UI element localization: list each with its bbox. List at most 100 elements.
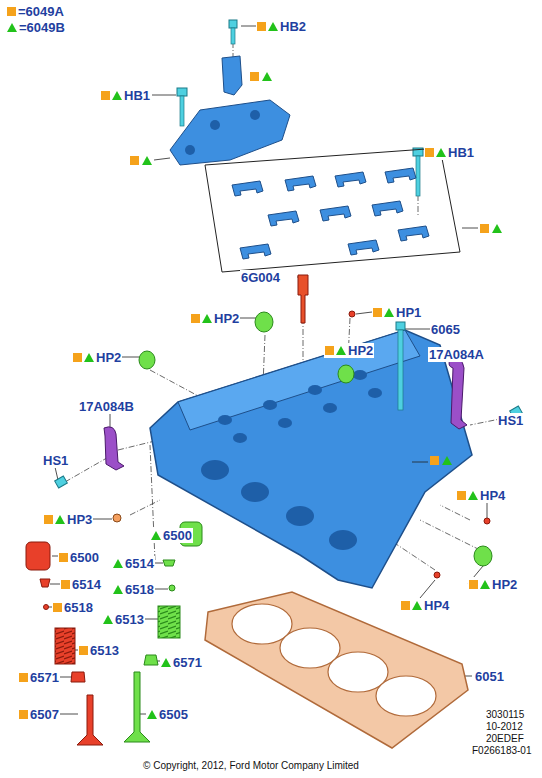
callout-number: 6514: [112, 556, 155, 571]
callout-text: HP4: [424, 598, 449, 613]
callout-number: 6G004: [240, 270, 281, 285]
marker-6049b: [480, 580, 490, 589]
callout-text: 6505: [159, 707, 188, 722]
callout-text: HB1: [448, 145, 474, 160]
callout-text: HS1: [43, 453, 68, 468]
marker-6049a: [73, 353, 82, 362]
callout-text: 6500: [70, 550, 99, 565]
callout-number: HP2: [72, 350, 122, 365]
marker-6049a: [61, 580, 70, 589]
marker-6049a: [191, 314, 200, 323]
callout-text: 6518: [64, 600, 93, 615]
legend-swatch: [7, 7, 16, 16]
marker-6049a: [373, 308, 382, 317]
callout-text: 6051: [475, 669, 504, 684]
legend-text: =6049A: [18, 4, 64, 19]
callout-number: 6514: [60, 577, 102, 592]
marker-6049b: [436, 148, 446, 157]
callout-text: HP2: [492, 577, 517, 592]
drawing-code: F0266183-01: [472, 745, 532, 757]
callout-number: HB1: [424, 145, 475, 160]
drawing-code-text: 3030115: [486, 709, 524, 720]
callout-text: HP3: [67, 512, 92, 527]
marker-6049a: [457, 491, 466, 500]
marker-6049a: [59, 553, 68, 562]
callout-number: HP3: [43, 512, 93, 527]
callout-text: 17A084A: [429, 347, 484, 362]
callout-number: HB1: [100, 88, 151, 103]
callout-number: HP2: [324, 343, 374, 358]
callout-number: 6500: [150, 528, 193, 543]
marker-6049b: [151, 531, 161, 540]
callout-text: 6500: [163, 528, 192, 543]
drawing-code-text: 20EDEF: [486, 733, 524, 744]
callout-text: 6065: [431, 322, 460, 337]
marker-6049a: [257, 22, 266, 31]
marker-6049a: [401, 601, 410, 610]
callout-text: HP2: [96, 350, 121, 365]
callout-number: HS1: [42, 453, 69, 468]
marker-6049a: [19, 710, 28, 719]
callout-number: 6051: [474, 669, 505, 684]
callout-text: HP2: [214, 311, 239, 326]
legend-entry: =6049A: [6, 4, 65, 19]
callout-text: HP1: [396, 305, 421, 320]
callout-text: 6513: [115, 612, 144, 627]
callout-text: 6518: [125, 582, 154, 597]
drawing-code: 3030115: [486, 709, 524, 721]
callout-number: HP4: [400, 598, 450, 613]
callout-number: 17A084A: [428, 347, 485, 362]
marker-6049a: [19, 673, 28, 682]
marker-6049b: [384, 308, 394, 317]
marker-6049a: [325, 346, 334, 355]
marker-6049b: [336, 346, 346, 355]
marker-6049a: [53, 603, 62, 612]
callout-text: 6507: [30, 707, 59, 722]
callout-text: HB2: [280, 19, 306, 34]
callout-number: 6505: [146, 707, 189, 722]
marker-6049b: [268, 22, 278, 31]
callout-text: 6513: [90, 643, 119, 658]
callout-number: 6507: [18, 707, 60, 722]
legend-entry: =6049B: [6, 20, 66, 35]
legend-text: =6049B: [19, 20, 65, 35]
marker-6049a: [101, 91, 110, 100]
callout-number: 6513: [78, 643, 120, 658]
callout-text: HB1: [124, 88, 150, 103]
marker-6049b: [412, 601, 422, 610]
marker-6049a: [44, 515, 53, 524]
marker-6049a: [79, 646, 88, 655]
marker-6049b: [113, 585, 123, 594]
callout-number: 6500: [58, 550, 100, 565]
drawing-code-text: F0266183-01: [472, 745, 532, 756]
drawing-code: 20EDEF: [486, 733, 524, 745]
callout-number: 6518: [112, 582, 155, 597]
marker-6049b: [55, 515, 65, 524]
callout-number: HB2: [256, 19, 307, 34]
marker-6049b: [147, 710, 157, 719]
callout-text: 17A084B: [79, 399, 134, 414]
callout-number: 6571: [18, 670, 60, 685]
callout-number: HP2: [190, 311, 240, 326]
callout-text: 6514: [72, 577, 101, 592]
callout-text: HP4: [480, 488, 505, 503]
callout-number: HS1: [497, 413, 524, 428]
callout-text: 6571: [30, 670, 59, 685]
marker-6049b: [468, 491, 478, 500]
marker-6049a: [425, 148, 434, 157]
marker-6049b: [84, 353, 94, 362]
callout-text: HS1: [498, 413, 523, 428]
callout-number: 6571: [160, 655, 203, 670]
marker-6049a: [469, 580, 478, 589]
marker-6049b: [112, 91, 122, 100]
legend-triangle: [7, 23, 17, 32]
callout-text: HP2: [348, 343, 373, 358]
callout-text: 6514: [125, 556, 154, 571]
callout-number: 6513: [102, 612, 145, 627]
marker-6049b: [161, 658, 171, 667]
copyright-caption: © Copyright, 2012, Ford Motor Company Li…: [143, 760, 359, 772]
drawing-code-text: 10-2012: [486, 721, 523, 732]
marker-6049b: [202, 314, 212, 323]
callout-number: 17A084B: [78, 399, 135, 414]
